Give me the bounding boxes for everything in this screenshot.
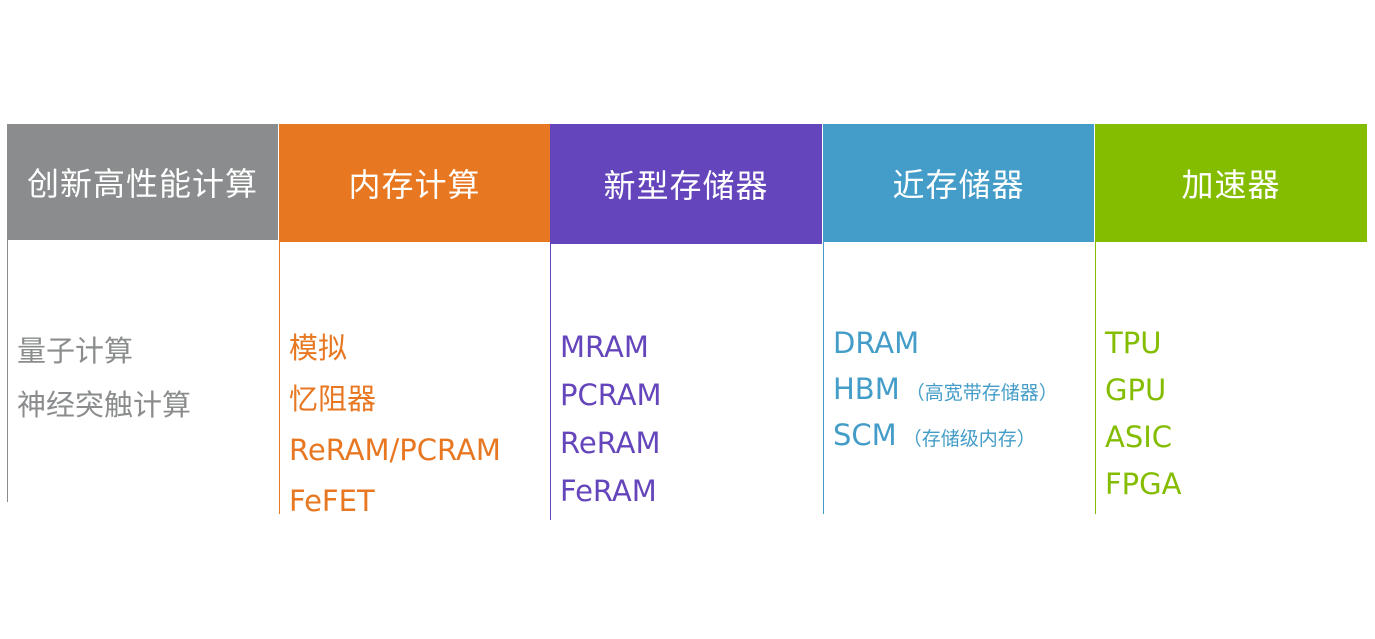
column-divider xyxy=(7,240,8,502)
item-label: 量子计算 xyxy=(17,334,134,368)
item-label: ASIC xyxy=(1105,420,1173,454)
list-item: GPU xyxy=(1105,367,1181,414)
item-label: DRAM xyxy=(833,326,920,360)
item-label: MRAM xyxy=(560,330,649,364)
list-item: MRAM xyxy=(560,323,662,371)
list-item: 量子计算 xyxy=(17,324,191,378)
item-label: 模拟 xyxy=(289,331,348,365)
item-label: 忆阻器 xyxy=(289,382,377,416)
column-item-list: DRAM HBM（高宽带存储器） SCM（存储级内存） xyxy=(833,320,1058,458)
item-label: ReRAM/PCRAM xyxy=(289,433,501,467)
list-item: 神经突触计算 xyxy=(17,378,191,432)
column-item-list: 量子计算 神经突触计算 xyxy=(17,324,191,432)
list-item: DRAM xyxy=(833,320,1058,366)
list-item: ReRAM/PCRAM xyxy=(289,425,501,476)
list-item: ReRAM xyxy=(560,419,662,467)
column-header: 内存计算 xyxy=(279,124,550,242)
item-label: PCRAM xyxy=(560,378,662,412)
column-header: 创新高性能计算 xyxy=(7,124,278,240)
item-label: FeFET xyxy=(289,484,375,518)
item-label: FPGA xyxy=(1105,467,1182,501)
item-note: （存储级内存） xyxy=(902,428,1036,450)
column-in-memory-computing: 内存计算 模拟 忆阻器 ReRAM/PCRAM FeFET xyxy=(279,124,550,518)
item-label: TPU xyxy=(1105,326,1162,360)
list-item: FeRAM xyxy=(560,467,662,515)
column-header: 近存储器 xyxy=(823,124,1094,242)
list-item: ASIC xyxy=(1105,414,1181,461)
column-innovative-hpc: 创新高性能计算 量子计算 神经突触计算 xyxy=(7,124,278,502)
column-near-memory: 近存储器 DRAM HBM（高宽带存储器） SCM（存储级内存） xyxy=(823,124,1094,514)
list-item: FeFET xyxy=(289,476,501,527)
item-label: ReRAM xyxy=(560,426,661,460)
column-emerging-memory: 新型存储器 MRAM PCRAM ReRAM FeRAM xyxy=(550,124,822,520)
list-item: FPGA xyxy=(1105,461,1181,508)
list-item: HBM（高宽带存储器） xyxy=(833,366,1058,412)
column-divider xyxy=(550,244,551,520)
item-label: FeRAM xyxy=(560,474,657,508)
item-label: GPU xyxy=(1105,373,1167,407)
column-accelerators: 加速器 TPU GPU ASIC FPGA xyxy=(1095,124,1367,514)
column-divider xyxy=(1095,242,1096,514)
item-label: SCM xyxy=(833,418,897,452)
column-item-list: MRAM PCRAM ReRAM FeRAM xyxy=(560,323,662,515)
column-header: 加速器 xyxy=(1095,124,1367,242)
column-item-list: TPU GPU ASIC FPGA xyxy=(1105,320,1181,508)
list-item: 忆阻器 xyxy=(289,374,501,425)
item-note: （高宽带存储器） xyxy=(905,382,1058,404)
list-item: SCM（存储级内存） xyxy=(833,412,1058,458)
column-item-list: 模拟 忆阻器 ReRAM/PCRAM FeFET xyxy=(289,323,501,527)
list-item: PCRAM xyxy=(560,371,662,419)
item-label: 神经突触计算 xyxy=(17,388,192,422)
item-label: HBM xyxy=(833,372,900,406)
list-item: 模拟 xyxy=(289,323,501,374)
column-divider xyxy=(279,242,280,514)
column-header: 新型存储器 xyxy=(550,124,822,244)
column-divider xyxy=(823,242,824,514)
list-item: TPU xyxy=(1105,320,1181,367)
